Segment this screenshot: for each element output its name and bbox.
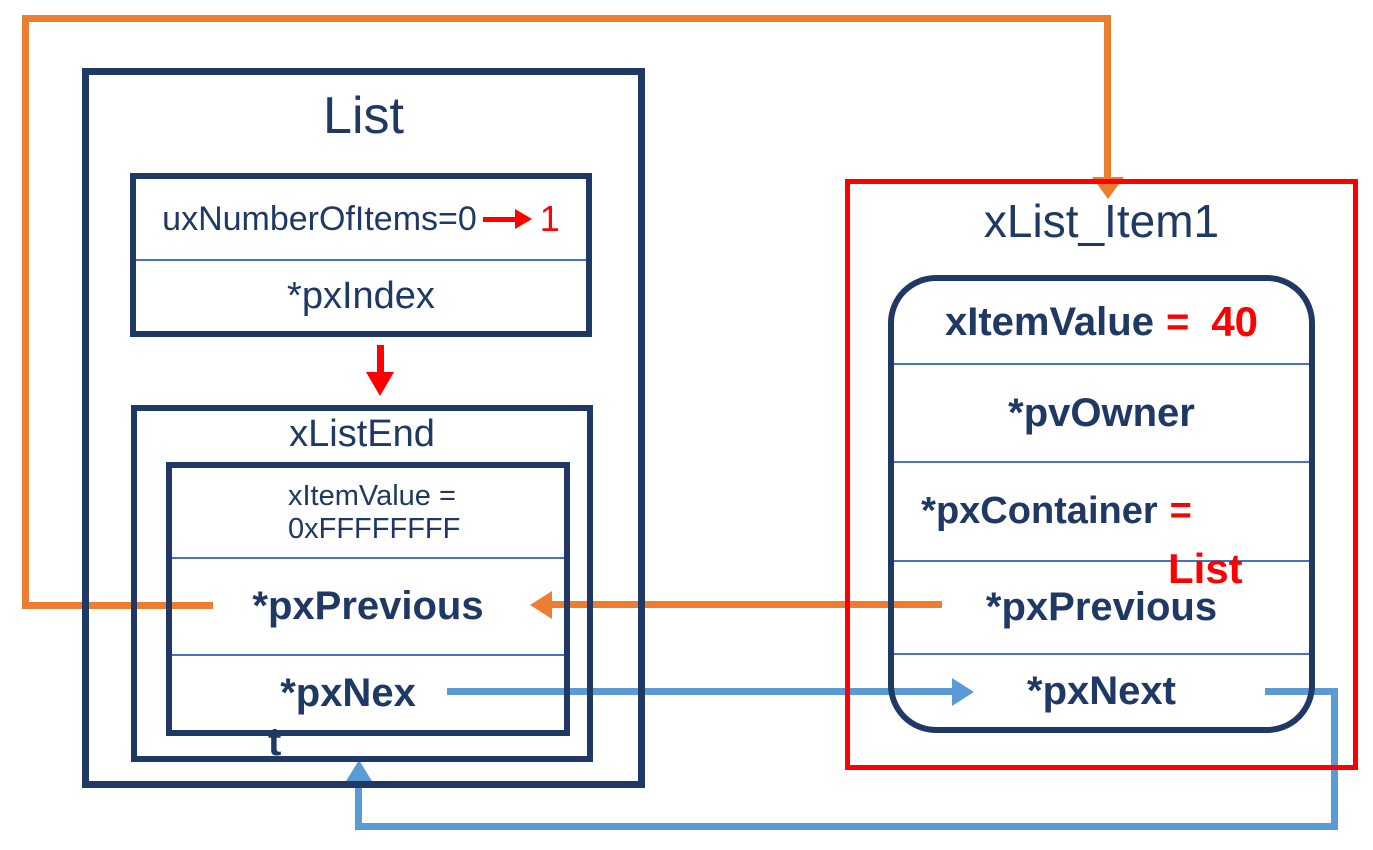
px-index-label: *pxIndex (287, 274, 435, 317)
ux-number-of-items-label: uxNumberOfItems=0 (162, 199, 477, 238)
orange-connector-top-horizontal (22, 15, 1111, 22)
blue-arrowhead-right-icon (952, 678, 974, 706)
item-pvowner-row: *pvOwner (894, 365, 1309, 463)
list-struct-title: List (323, 87, 404, 145)
xlistend-pxprevious-label: *pxPrevious (252, 584, 484, 628)
item-itemvalue-row: xItemValue = 40 (894, 281, 1309, 365)
list-fields-box: uxNumberOfItems=0 1 *pxIndex (130, 173, 592, 337)
item-pvowner-label: *pvOwner (1008, 390, 1195, 435)
xlistend-itemvalue-line2: 0xFFFFFFFF (288, 512, 461, 545)
xlist-item1-fields-box: xItemValue = 40 *pvOwner *pxContainer = … (888, 275, 1315, 733)
xlistend-pxprevious-row: *pxPrevious (172, 559, 564, 656)
item-pxcontainer-row: *pxContainer = (894, 463, 1309, 562)
xlistend-pxnext-label-line1: *pxNex (280, 670, 416, 715)
item-pxprevious-label: *pxPrevious (985, 585, 1218, 629)
orange-connector-left-vertical (22, 15, 29, 609)
orange-arrow-item-to-listend-shaft (548, 601, 942, 608)
blue-connector-up-vertical (355, 784, 362, 830)
ux-number-of-items-row: uxNumberOfItems=0 1 (136, 179, 586, 261)
xlistend-pxnext-label-line2: t (268, 720, 282, 764)
blue-connector-right-vertical (1331, 688, 1338, 830)
xlistend-itemvalue-row: xItemValue = 0xFFFFFFFF (172, 468, 564, 559)
red-arrow-index-shaft (377, 345, 384, 374)
item-pxcontainer-label: *pxContainer (921, 490, 1158, 532)
list-struct-box (82, 68, 645, 788)
red-arrowhead-down-icon (366, 372, 394, 396)
item-itemvalue-value: 40 (1211, 298, 1259, 345)
xlistend-itemvalue-line1: xItemValue = (288, 479, 456, 512)
xlist-item1-title: xList_Item1 (983, 195, 1220, 247)
orange-arrowhead-left-icon (530, 591, 552, 619)
item-pxnext-row: *pxNext (894, 655, 1309, 727)
orange-connector-into-pxprevious (22, 602, 213, 609)
item-itemvalue-equals: = (1165, 299, 1190, 344)
item-pxcontainer-value: List (1168, 545, 1243, 592)
px-index-row: *pxIndex (136, 261, 586, 331)
xlistend-pxnext-row: *pxNex (172, 656, 564, 730)
xlistend-fields-box: xItemValue = 0xFFFFFFFF *pxPrevious *pxN… (166, 462, 570, 736)
xlist-item1-box (845, 179, 1358, 770)
item-pxprevious-row: *pxPrevious (894, 562, 1309, 655)
item-pxcontainer-equals: = (1169, 490, 1192, 532)
red-change-arrow-icon (482, 209, 532, 229)
item-pxnext-label: *pxNext (1027, 668, 1176, 713)
xlistend-title: xListEnd (289, 413, 435, 455)
ux-number-of-items-new-value: 1 (539, 198, 560, 239)
xlistend-box (131, 405, 593, 762)
item-itemvalue-label: xItemValue (944, 299, 1154, 344)
blue-arrow-listend-to-item-shaft (447, 688, 955, 695)
blue-connector-bottom-horizontal (355, 823, 1338, 830)
orange-connector-right-vertical (1104, 15, 1111, 177)
